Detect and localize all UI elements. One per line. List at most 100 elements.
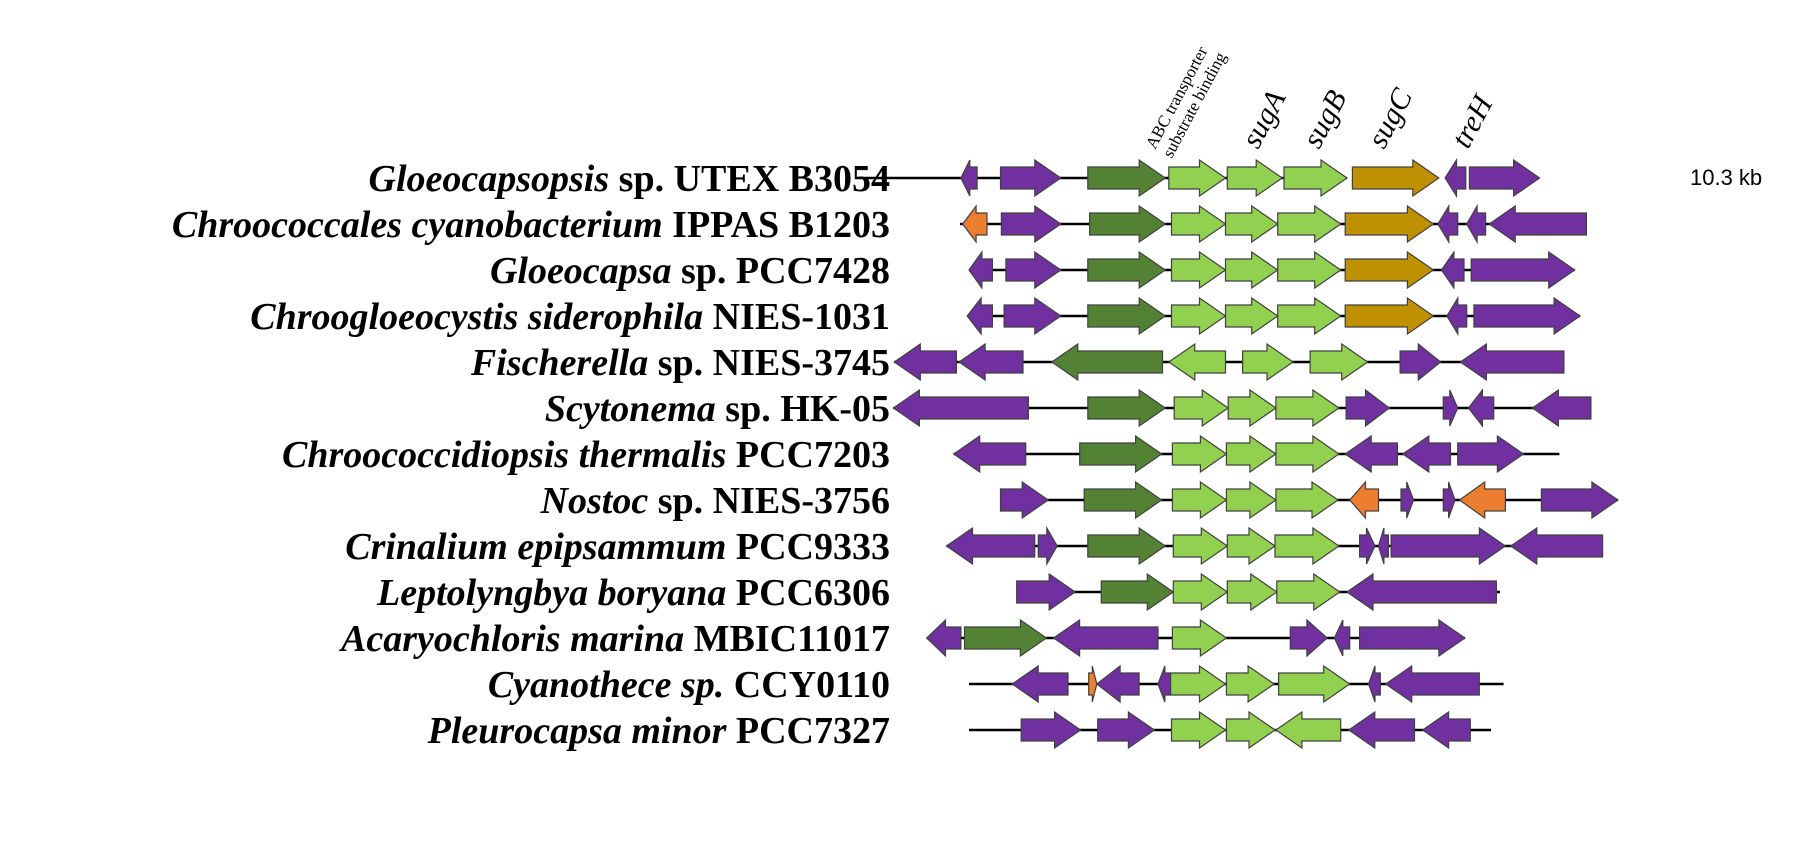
gene-arrow-sug	[1225, 480, 1277, 520]
gene-arrow-sug	[1241, 342, 1295, 382]
gene-arrow-other	[1358, 618, 1466, 658]
gene-arrow-treh	[1344, 250, 1435, 290]
organism-genus: Fischerella	[470, 342, 648, 384]
gene-arrow-other	[958, 342, 1024, 382]
gene-arrow-sug	[1225, 664, 1276, 704]
gene-arrow-other	[1011, 664, 1069, 704]
gene-arrow-other	[1333, 619, 1351, 657]
gene-arrow-sug	[1167, 342, 1227, 382]
organism-strain: PCC7327	[726, 710, 890, 752]
organism-strain: sp. PCC7428	[671, 250, 890, 292]
gene-arrow-other	[1095, 664, 1140, 704]
gene-arrow-sug	[1227, 388, 1277, 428]
gene-arrow-other	[1000, 204, 1062, 244]
organism-genus: Pleurocapsa minor	[427, 710, 728, 752]
gene-arrow-other	[1473, 296, 1582, 336]
gene-arrow-sug	[1226, 158, 1284, 198]
gene-arrow-sug	[1171, 618, 1228, 658]
organism-label: Pleurocapsa minor PCC7327	[427, 710, 890, 752]
gene-arrow-treh	[1344, 296, 1435, 336]
gene-arrow-sug	[1172, 572, 1229, 612]
gene-arrow-sug	[1224, 296, 1279, 336]
gene-arrow-other	[1440, 250, 1465, 290]
gene-arrow-other	[893, 342, 958, 382]
gene-arrow-other	[966, 296, 994, 336]
gene-arrow-sug	[1277, 296, 1342, 336]
gene-arrow-other	[1384, 664, 1480, 704]
gene-tracks	[855, 157, 1619, 750]
organism-genus: Nostoc	[540, 480, 649, 522]
gene-arrow-other	[999, 158, 1062, 198]
gene-arrow-sug	[1275, 434, 1340, 474]
gene-arrow-abc	[1087, 388, 1167, 428]
gene-arrow-sug	[1225, 434, 1277, 474]
organism-strain: PCC7203	[726, 434, 890, 476]
gene-arrow-abc	[1087, 250, 1167, 290]
organism-genus: Gloeocapsopsis	[369, 158, 610, 200]
organism-genus: Acaryochloris marina	[339, 618, 684, 660]
gene-arrow-other	[1400, 481, 1415, 519]
gene-arrow-other	[925, 618, 962, 658]
gene-arrow-sug	[1170, 296, 1227, 336]
header-line: sugA	[1235, 84, 1293, 153]
organism-label: Gloeocapsa sp. PCC7428	[490, 250, 890, 292]
gene-arrow-sug	[1277, 664, 1351, 704]
gene-arrow-sug	[1224, 250, 1279, 290]
gene-arrow-orange	[961, 204, 988, 244]
gene-arrow-abc	[1087, 296, 1167, 336]
gene-arrow-other	[960, 159, 978, 197]
gene-arrow-other	[892, 388, 1030, 428]
organism-strain: sp. NIES-3745	[648, 342, 890, 384]
organism-label: Fischerella sp. NIES-3745	[470, 342, 890, 384]
gene-arrow-other	[1390, 526, 1507, 566]
organism-genus: Chroococcales cyanobacterium	[172, 204, 663, 246]
organism-label: Leptolyngbya boryana PCC6306	[376, 572, 890, 614]
gene-arrow-other	[1344, 434, 1399, 474]
gene-arrow-sug	[1309, 342, 1369, 382]
gene-arrow-orange	[1458, 480, 1507, 520]
gene-arrow-other	[1540, 480, 1619, 520]
gene-arrow-other	[1289, 618, 1329, 658]
gene-arrow-other	[1467, 388, 1495, 428]
gene-arrow-other	[1157, 665, 1172, 703]
organism-label: Acaryochloris marina MBIC11017	[339, 618, 890, 660]
gene-arrow-abc	[1083, 480, 1163, 520]
header-line: sugC	[1361, 82, 1420, 153]
gene-arrow-other	[968, 250, 994, 290]
gene-arrow-other	[1437, 203, 1459, 245]
organism-label: Cyanothece sp. CCY0110	[488, 664, 890, 706]
gene-arrow-sug	[1224, 204, 1279, 244]
gene-arrow-other	[1377, 527, 1390, 565]
organism-genus: Crinalium epipsammum	[345, 526, 726, 568]
header-treH: treH	[1445, 88, 1501, 153]
gene-arrow-orange	[1348, 480, 1380, 520]
organism-label: Scytonema sp. HK-05	[545, 388, 890, 430]
gene-arrow-abc	[1079, 434, 1163, 474]
gene-arrow-other	[1509, 526, 1604, 566]
gene-arrow-sug	[1274, 710, 1342, 750]
gene-arrow-other	[1399, 342, 1442, 382]
gene-arrow-sug	[1277, 250, 1342, 290]
organism-labels: Gloeocapsopsis sp. UTEX B3054Chroococcal…	[172, 158, 890, 752]
gene-arrow-other	[1488, 204, 1588, 244]
organism-strain: PCC6306	[726, 572, 890, 614]
gene-arrow-other	[945, 526, 1036, 566]
gene-arrow-other	[1468, 158, 1541, 198]
organism-genus: Chroogloeocystis siderophila	[250, 296, 703, 338]
organism-genus: Gloeocapsa	[490, 250, 672, 292]
header-sugA: sugA	[1235, 84, 1293, 153]
gene-arrow-other	[1466, 203, 1487, 245]
gene-arrow-sug	[1226, 572, 1278, 612]
gene-arrow-other	[1020, 710, 1082, 750]
gene-arrow-other	[1459, 342, 1565, 382]
gene-arrow-sug	[1274, 526, 1340, 566]
organism-strain: sp. HK-05	[716, 388, 890, 430]
gene-arrow-sug	[1275, 480, 1340, 520]
organism-genus: Leptolyngbya boryana	[376, 572, 726, 614]
header-sugC: sugC	[1361, 82, 1420, 153]
gene-arrow-abc	[1087, 526, 1167, 566]
header-line: treH	[1445, 88, 1501, 153]
organism-strain: NIES-1031	[703, 296, 890, 338]
organism-genus: Cyanothece sp.	[488, 664, 724, 706]
